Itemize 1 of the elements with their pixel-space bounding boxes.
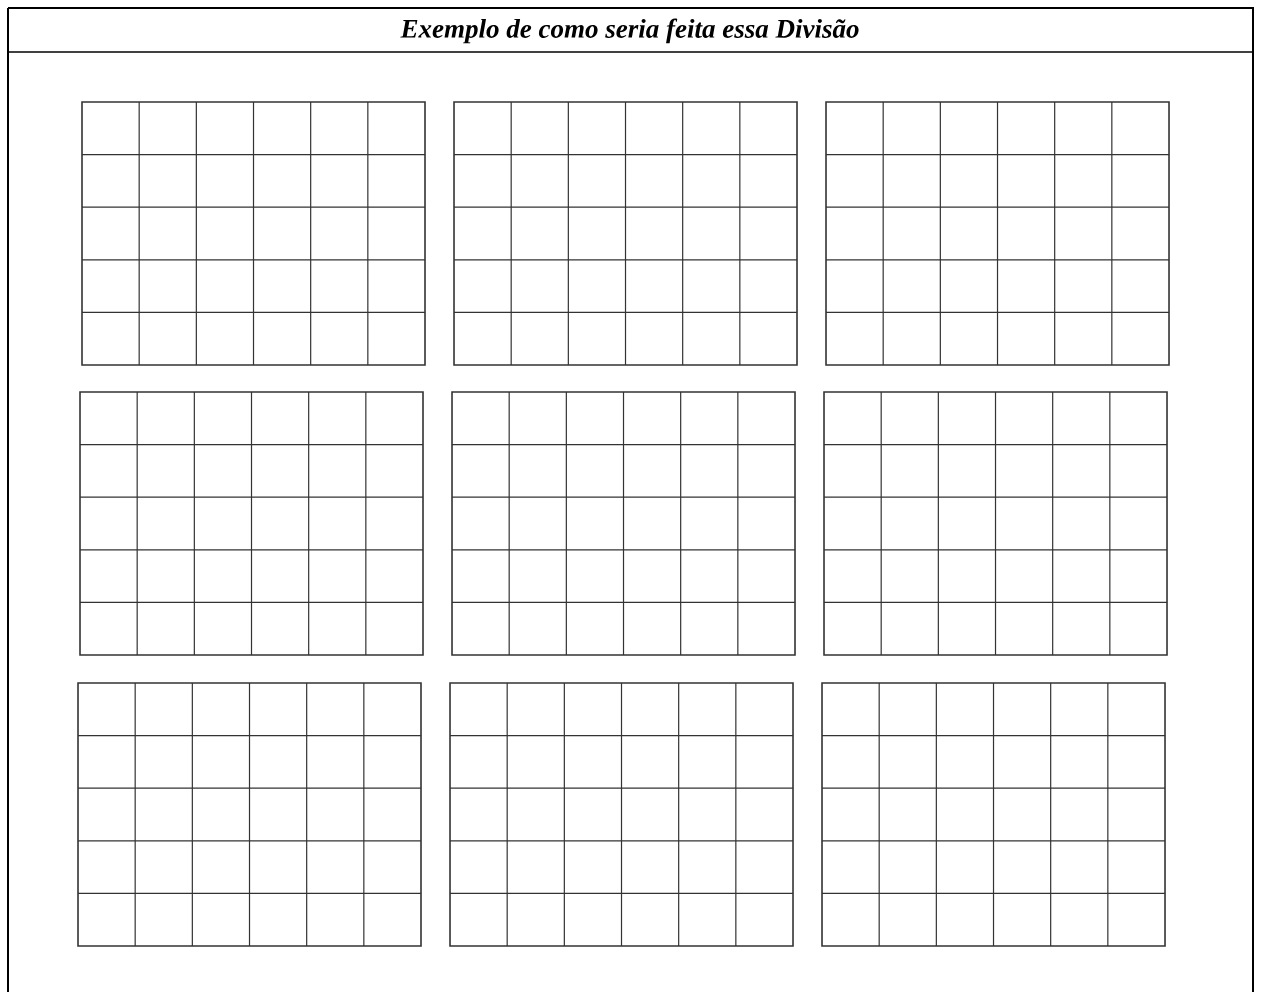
title: Exemplo de como seria feita essa Divisão — [400, 18, 859, 44]
